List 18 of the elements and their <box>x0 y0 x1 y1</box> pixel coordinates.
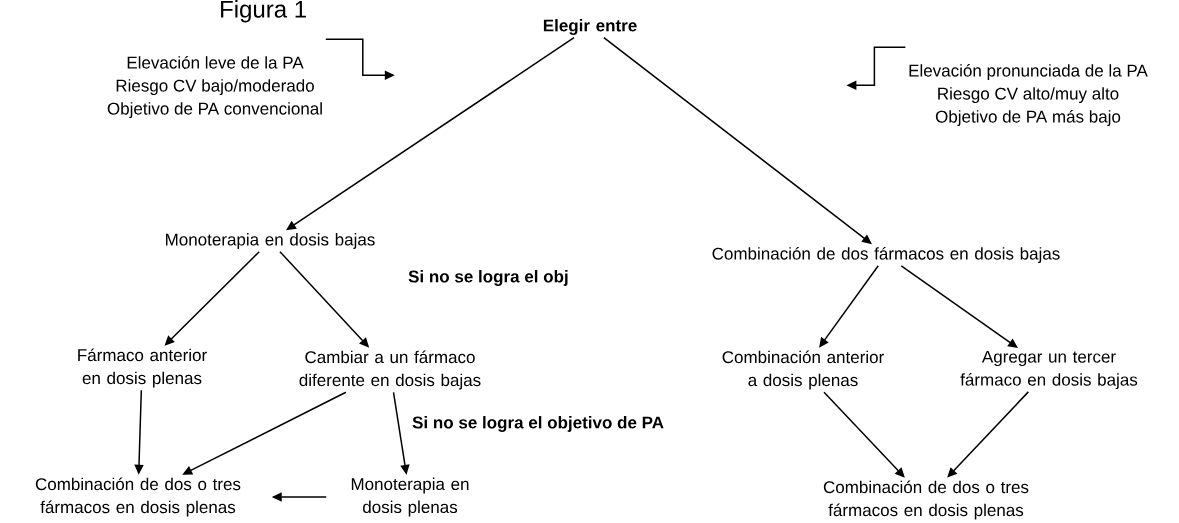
step-text: Monoterapia en dosis plenas <box>351 477 469 517</box>
step-text: Combinación anterior a dosis plenas <box>722 350 884 390</box>
criteria-text: Elevación leve de la PA Riesgo CV bajo/moderado Objetivo de PA convencional <box>107 56 322 119</box>
step-text: Agregar un tercer fármaco en dosis bajas <box>960 350 1138 390</box>
heading: Elegir entre <box>543 19 637 35</box>
step-text: Cambiar a un fármaco diferente en dosis bajas <box>299 350 481 390</box>
arrow <box>947 391 1030 478</box>
arrow <box>823 391 905 478</box>
arrow <box>286 36 575 231</box>
step-text: Combinación de dos fármacos en dosis bajas <box>712 247 1060 264</box>
criteria-text: Elevación pronunciada de la PA Riesgo CV alto/muy alto Objetivo de PA más bajo <box>909 64 1148 127</box>
figure-title: Figura 1 <box>221 0 306 23</box>
step-text: Combinación de dos o tres fármacos en dosis plenas <box>823 480 1029 520</box>
step-text: Fármaco anterior en dosis plenas <box>78 348 207 388</box>
note-text: Si no se logra el obj <box>408 270 568 286</box>
note-text: Si no se logra el objetivo de PA <box>412 416 664 432</box>
step-text: Combinación de dos o tres fármacos en dosis plenas <box>35 477 241 517</box>
step-text: Monoterapia en dosis bajas <box>166 233 375 249</box>
